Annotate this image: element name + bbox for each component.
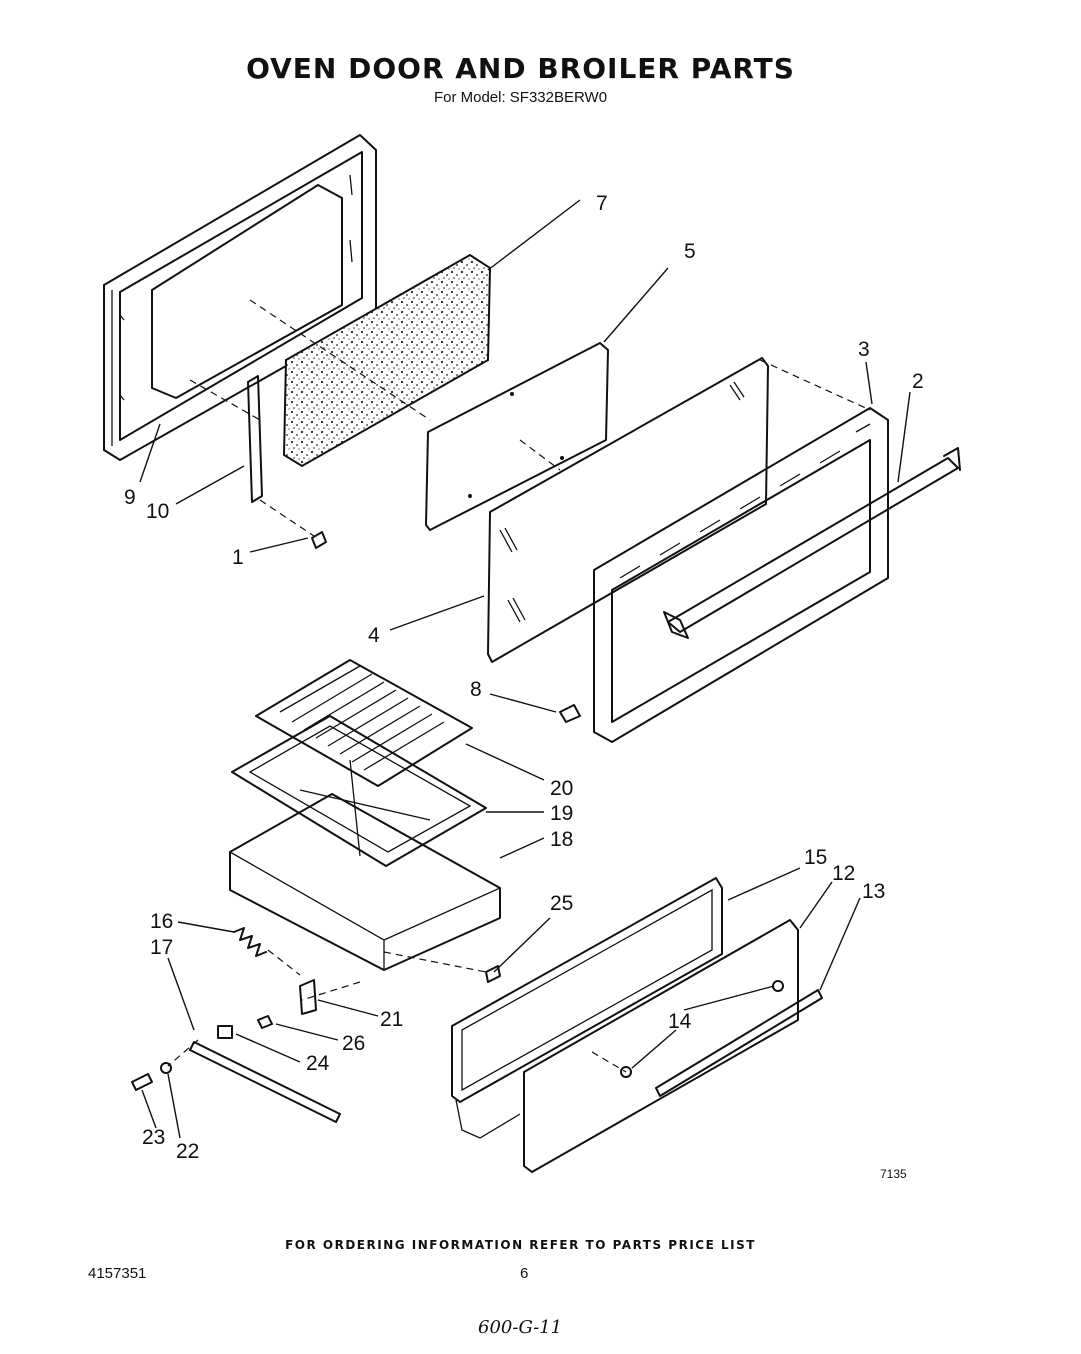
broiler-drawer-inner-panel	[451, 877, 723, 1139]
frame-vent-slots	[619, 423, 871, 579]
callout-1: 1	[232, 546, 244, 569]
callout-25: 25	[550, 892, 573, 915]
callout-22: 22	[176, 1140, 199, 1163]
callout-19: 19	[550, 802, 573, 825]
callout-9: 9	[124, 486, 136, 509]
figure-code: 7135	[880, 1167, 907, 1181]
callout-16: 16	[150, 910, 173, 933]
callout-labels: 7 5 3 2 9 10 1 4 8 20 19 18 15 12 13 25 …	[124, 192, 924, 1163]
callout-2: 2	[912, 370, 924, 393]
callout-17: 17	[150, 936, 173, 959]
roller-bracket	[299, 979, 317, 1015]
drawer-stop	[485, 965, 501, 983]
callout-5: 5	[684, 240, 696, 263]
door-handle	[663, 447, 961, 639]
drawer-rail	[189, 1041, 341, 1123]
callout-21: 21	[380, 1008, 403, 1031]
callout-15: 15	[804, 846, 827, 869]
leader-lines	[139, 199, 911, 1139]
page-title: OVEN DOOR AND BROILER PARTS	[246, 52, 795, 85]
trim-fasteners	[620, 980, 784, 1078]
broiler-pan-insert	[231, 715, 487, 867]
broiler-pan	[229, 793, 501, 971]
door-heat-shield	[425, 342, 609, 531]
bracket-screw	[257, 1015, 273, 1029]
callout-20: 20	[550, 777, 573, 800]
outer-door-frame	[593, 407, 889, 743]
door-glass	[487, 357, 769, 663]
document-number: 4157351	[88, 1265, 147, 1282]
callout-3: 3	[858, 338, 870, 361]
callout-12: 12	[832, 862, 855, 885]
callout-14: 14	[668, 1010, 692, 1033]
callout-4: 4	[368, 624, 380, 647]
page-number: 6	[520, 1265, 529, 1282]
callout-18: 18	[550, 828, 573, 851]
rail-nut	[217, 1025, 233, 1039]
rail-washer	[160, 1062, 172, 1074]
door-screw	[311, 531, 327, 549]
rail-bolt	[131, 1073, 153, 1091]
drawer-spring	[233, 927, 267, 957]
callout-8: 8	[470, 678, 482, 701]
ordering-note: FOR ORDERING INFORMATION REFER TO PARTS …	[285, 1238, 756, 1252]
callout-7: 7	[596, 192, 608, 215]
callout-26: 26	[342, 1032, 365, 1055]
callout-24: 24	[306, 1052, 330, 1075]
callout-10: 10	[146, 500, 169, 523]
door-bracket-strip	[247, 375, 263, 503]
assembly-alignment-lines	[167, 299, 871, 1073]
handwritten-note: 600-G-11	[478, 1317, 563, 1338]
model-subtitle: For Model: SF332BERW0	[433, 89, 608, 106]
broiler-grid	[255, 659, 473, 787]
callout-13: 13	[862, 880, 885, 903]
door-clip	[559, 704, 581, 723]
door-insulation	[282, 253, 492, 468]
broiler-drawer-front	[523, 919, 799, 1173]
drawer-trim-strip	[655, 989, 823, 1097]
callout-23: 23	[142, 1126, 165, 1149]
